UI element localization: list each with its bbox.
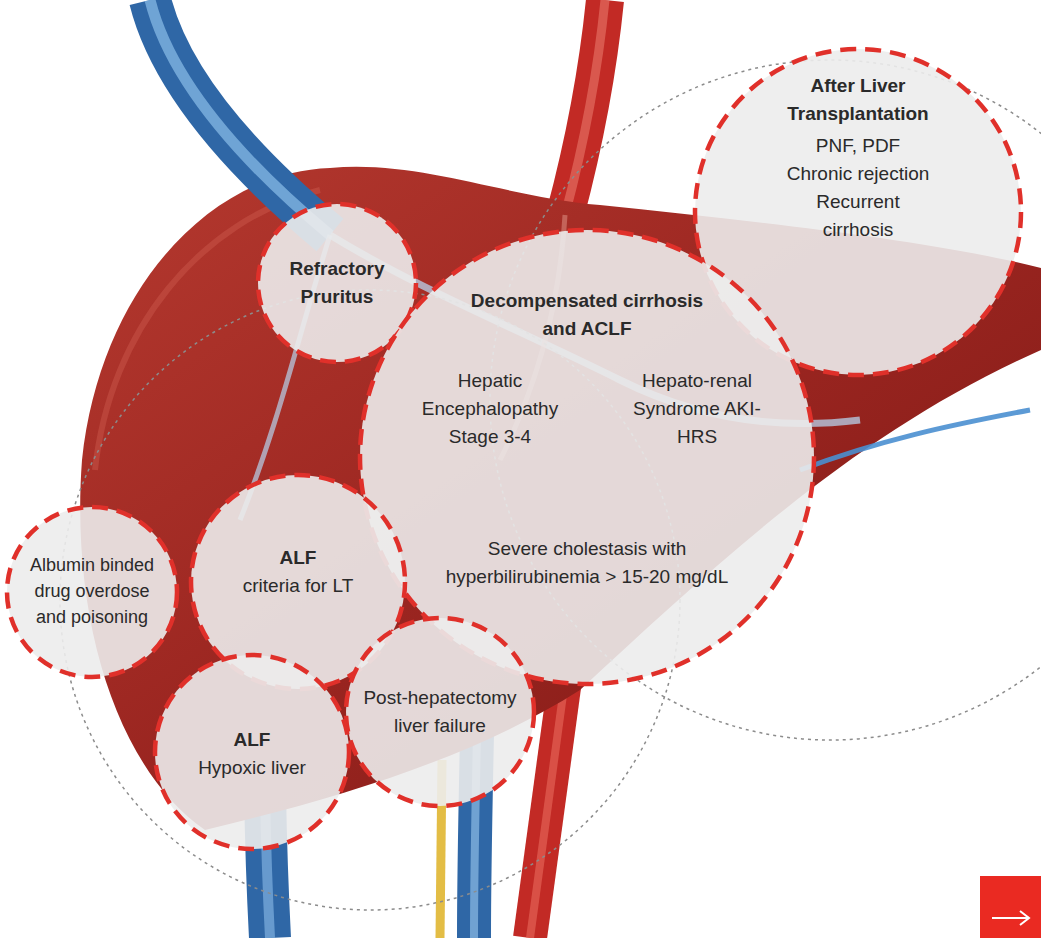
next-button: [980, 876, 1041, 938]
circle-heading: Refractory Pruritus: [272, 255, 402, 311]
circle-text: PNF, PDF Chronic rejection Recurrent cir…: [783, 132, 933, 244]
circle-text: Hepato-renal Syndrome AKI-HRS: [633, 367, 761, 451]
circle-heading: ALF: [177, 726, 327, 754]
circle-heading: After Liver Transplantation: [778, 72, 938, 128]
circle-text: Post-hepatectomy liver failure: [355, 684, 525, 740]
indication-circle: ALFHypoxic liver: [152, 652, 352, 852]
indication-circle: Albumin binded drug overdose and poisoni…: [4, 504, 180, 680]
circle-outline: [152, 652, 352, 852]
circle-text: Albumin binded drug overdose and poisoni…: [21, 552, 163, 630]
circle-heading: Decompensated cirrhosis and ACLF: [456, 287, 718, 343]
circle-text: criteria for LT: [218, 572, 378, 600]
circle-outline: [343, 615, 537, 809]
arrow-symbol: [992, 911, 1029, 925]
circle-text: Hepatic Encephalopathy Stage 3-4: [418, 367, 563, 451]
circle-text: Severe cholestasis with hyperbilirubinem…: [427, 535, 747, 591]
circle-heading: ALF: [223, 544, 373, 572]
indication-circle: Post-hepatectomy liver failure: [343, 615, 537, 809]
circle-text: Hypoxic liver: [172, 754, 332, 782]
